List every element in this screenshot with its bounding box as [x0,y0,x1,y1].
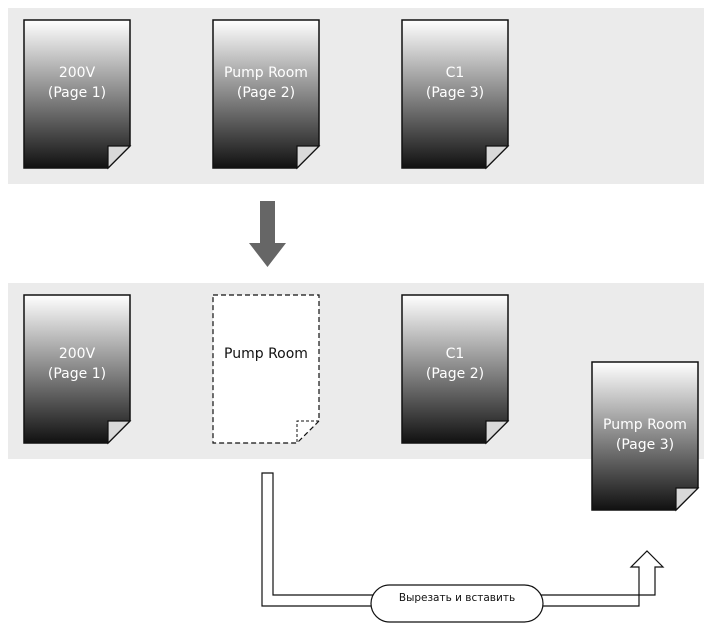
page-card-pump-room-placeholder: Pump Room [212,294,328,444]
empty-page-icon [212,294,320,444]
page-number: (Page 2) [236,85,296,101]
page-icon [212,19,321,170]
page-number: (Page 1) [47,366,107,382]
page-label: C1 (Page 2) [401,344,509,384]
page-label: C1 (Page 3) [401,63,509,103]
page-label: Pump Room (Page 3) [591,415,699,455]
page-icon [23,294,132,445]
page-name: C1 [445,346,465,362]
page-card-c1-after: C1 (Page 2) [401,294,517,445]
page-label: Pump Room (Page 2) [212,63,320,103]
page-name: Pump Room [224,65,308,81]
page-name: C1 [445,65,465,81]
page-number: (Page 3) [425,85,485,101]
page-name: Pump Room [224,346,308,362]
page-name: Pump Room [603,417,687,433]
page-label: 200V (Page 1) [23,344,131,384]
page-icon [401,19,510,170]
page-card-c1: C1 (Page 3) [401,19,517,170]
page-number: (Page 3) [615,437,675,453]
down-arrow-icon [249,201,286,267]
page-card-200v: 200V (Page 1) [23,19,139,170]
action-label: Вырезать и вставить [398,592,516,604]
page-icon [23,19,132,170]
page-label: Pump Room [212,344,320,364]
page-card-pump-room: Pump Room (Page 2) [212,19,328,170]
page-card-200v-after: 200V (Page 1) [23,294,139,445]
page-number: (Page 1) [47,85,107,101]
page-name: 200V [58,65,96,81]
page-label: 200V (Page 1) [23,63,131,103]
page-number: (Page 2) [425,366,485,382]
page-name: 200V [58,346,96,362]
page-icon [401,294,510,445]
page-card-pump-room-moved: Pump Room (Page 3) [591,361,707,512]
